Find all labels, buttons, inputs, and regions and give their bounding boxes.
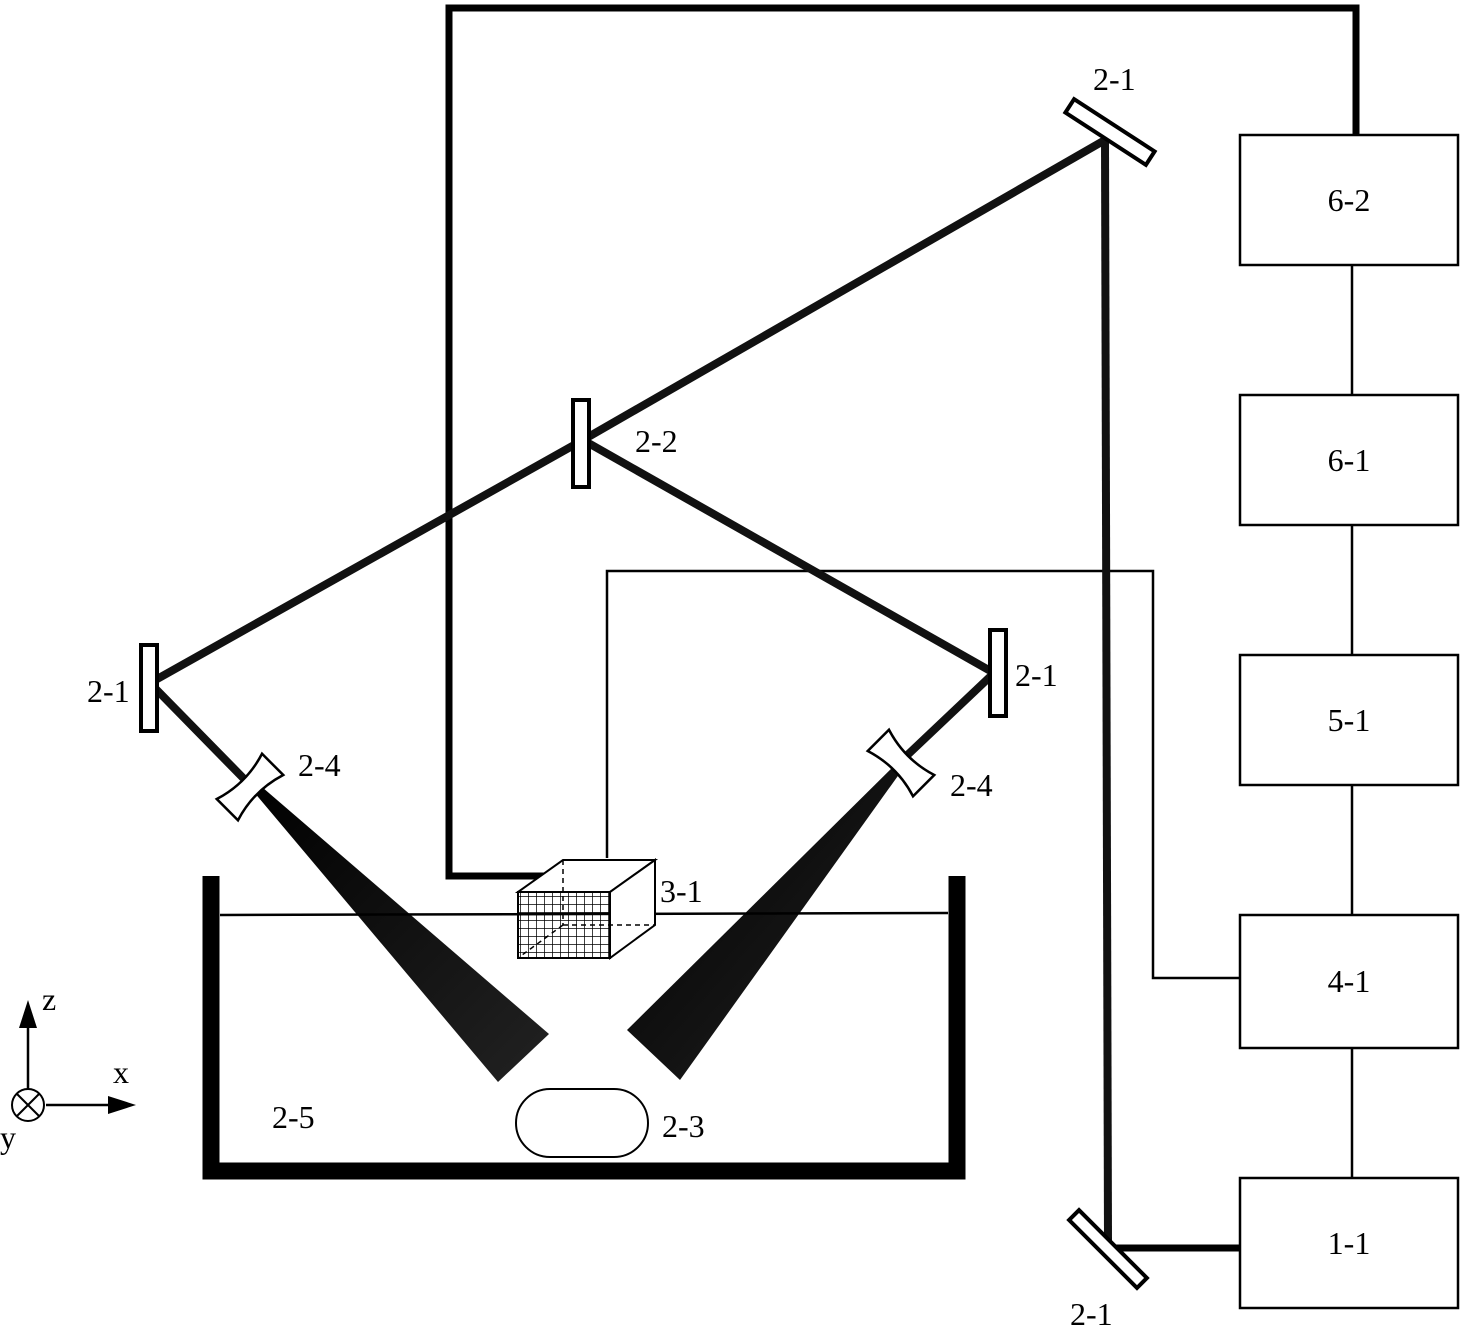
label-mirror-bottom: 2-1: [1070, 1296, 1113, 1330]
label-lens-right: 2-4: [950, 767, 993, 803]
label-object: 2-3: [662, 1108, 705, 1144]
axis-y-label: y: [0, 1119, 16, 1155]
mirror-bottom: [1066, 1207, 1150, 1291]
label-lens-left: 2-4: [298, 747, 341, 783]
beam-splitter-to-right-mirror: [581, 436, 996, 677]
box-6-2: 6-2: [1238, 133, 1460, 267]
water-tank: [202, 876, 966, 1180]
label-water-tank: 2-5: [272, 1099, 315, 1135]
beam-left-mirror-to-lens: [147, 680, 253, 788]
cable-camera-to-4-1: [605, 569, 1240, 980]
beam-vertical: [1101, 139, 1112, 1244]
cable-6-2-to-camera: [445, 4, 1360, 880]
beam-cone-left: [248, 781, 549, 1082]
mirror-left: [139, 643, 159, 733]
box-label: 6-1: [1328, 442, 1371, 478]
box-label: 1-1: [1328, 1225, 1371, 1261]
box-label: 5-1: [1328, 702, 1371, 738]
beam-to-splitter: [581, 136, 1107, 444]
axis-x-label: x: [113, 1054, 129, 1090]
camera-3-1: [514, 858, 659, 960]
box-4-1: 4-1: [1238, 913, 1460, 1050]
lens-right: [865, 727, 937, 799]
coordinate-axes: z x y: [0, 981, 136, 1155]
label-mirror-left: 2-1: [87, 673, 130, 709]
label-camera: 3-1: [660, 873, 703, 909]
box-1-1: 1-1: [1238, 1176, 1460, 1310]
label-mirror-right: 2-1: [1015, 657, 1058, 693]
box-label: 6-2: [1328, 182, 1371, 218]
label-mirror-top-right: 2-1: [1093, 61, 1136, 97]
beam-splitter: [571, 398, 591, 489]
beam-splitter-to-left-mirror: [148, 436, 585, 687]
box-5-1: 5-1: [1238, 653, 1460, 787]
mirror-right: [988, 628, 1008, 718]
box-label: 4-1: [1328, 963, 1371, 999]
lens-left: [214, 751, 286, 823]
label-beam-splitter: 2-2: [635, 423, 678, 459]
object-2-3: [515, 1088, 649, 1158]
box-6-1: 6-1: [1238, 393, 1460, 527]
mirror-top-right: [1062, 96, 1158, 168]
beam-cone-right: [627, 762, 905, 1080]
axis-z-label: z: [42, 981, 56, 1017]
beam-right-mirror-to-lens: [897, 670, 997, 765]
